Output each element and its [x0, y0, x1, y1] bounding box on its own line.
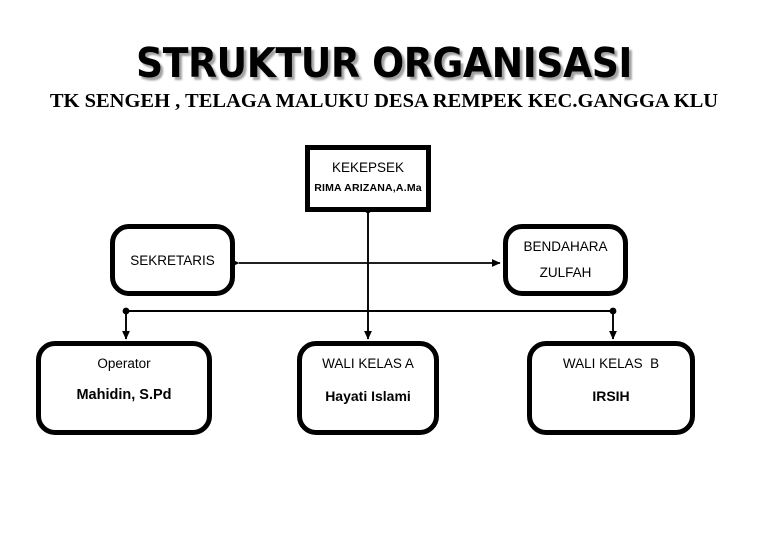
node-wali-kelas-b-role: WALI KELAS B	[562, 356, 660, 371]
node-wali-kelas-a-person: Hayati Islami	[325, 388, 411, 404]
junction-dot-right	[609, 307, 617, 315]
page-subtitle: TK SENGEH , TELAGA MALUKU DESA REMPEK KE…	[49, 90, 719, 112]
node-operator-person: Mahidin, S.Pd	[76, 387, 172, 403]
node-sekretaris[interactable]: SEKRETARIS	[110, 224, 235, 296]
node-kekepsek-person: RIMA ARIZANA,A.Ma	[314, 182, 422, 194]
node-wali-kelas-a[interactable]: WALI KELAS A Hayati Islami	[297, 341, 439, 435]
node-bendahara-person: ZULFAH	[539, 264, 592, 280]
junction-dot-left	[122, 307, 130, 315]
node-bendahara-role: BENDAHARA	[523, 239, 608, 255]
node-kekepsek[interactable]: KEKEPSEK RIMA ARIZANA,A.Ma	[305, 145, 431, 212]
node-bendahara[interactable]: BENDAHARA ZULFAH	[503, 224, 628, 296]
page-title: STRUKTUR ORGANISASI	[135, 39, 633, 87]
node-operator-role: Operator	[97, 356, 151, 371]
node-operator[interactable]: Operator Mahidin, S.Pd	[36, 341, 212, 435]
node-sekretaris-role: SEKRETARIS	[130, 252, 215, 268]
node-wali-kelas-b-person: IRSIH	[592, 388, 630, 404]
node-wali-kelas-a-role: WALI KELAS A	[322, 356, 414, 371]
node-wali-kelas-b[interactable]: WALI KELAS B IRSIH	[527, 341, 695, 435]
node-kekepsek-role: KEKEPSEK	[331, 160, 405, 175]
